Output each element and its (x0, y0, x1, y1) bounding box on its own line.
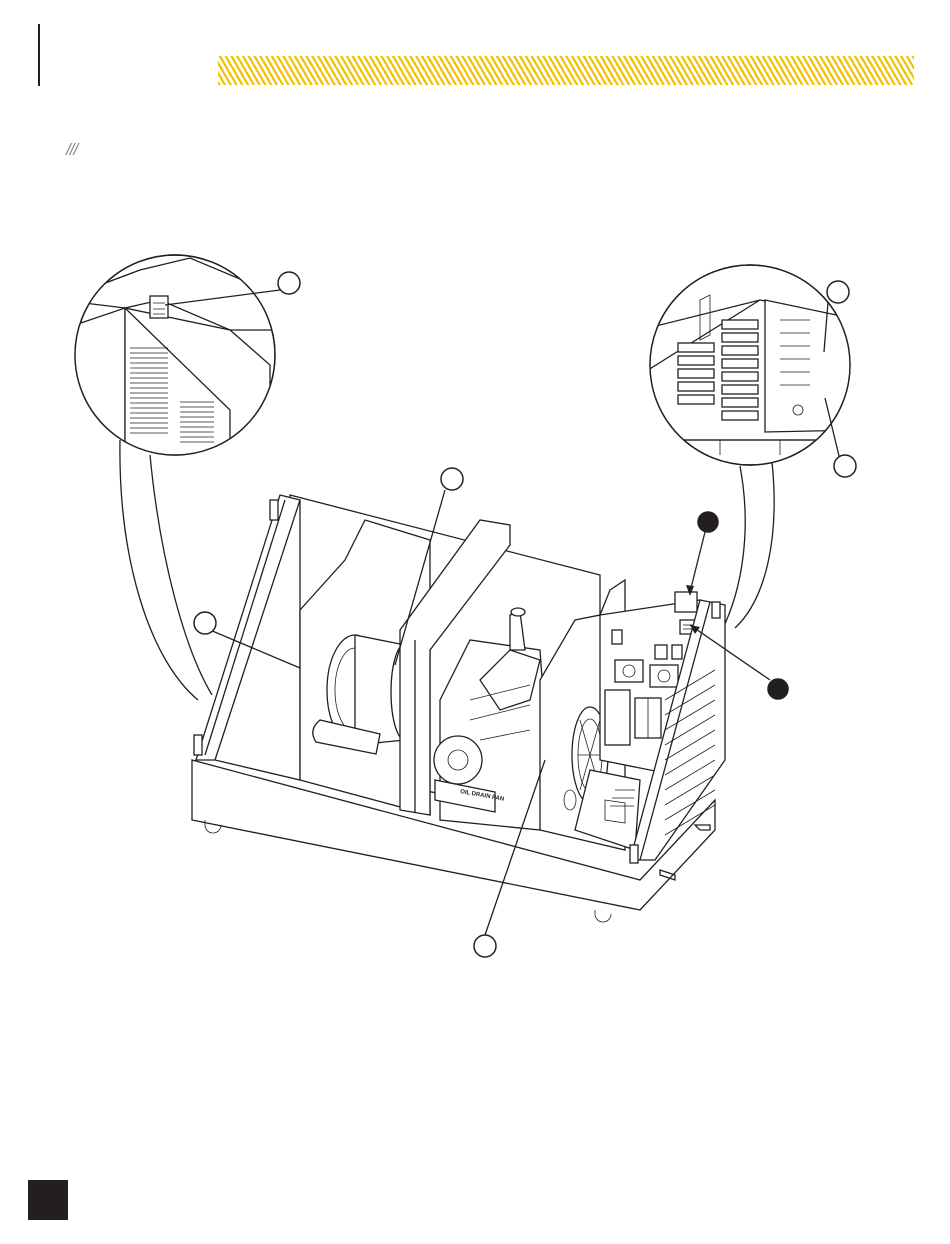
left-end-frame (196, 495, 300, 780)
callout-circle-right-zoom-top (827, 281, 849, 303)
callout-circle-engine (474, 935, 496, 957)
callout-circle-left-frame (194, 612, 216, 634)
callout-circle-right-zoom-bottom (834, 455, 856, 477)
zoom-leader-left (120, 440, 212, 700)
zoom-leader-right (722, 462, 774, 630)
page-number-box (28, 1180, 68, 1220)
callout-circle-left-zoom (278, 272, 300, 294)
generator-unit: OIL DRAIN PAN (192, 495, 725, 922)
zoom-detail-left (60, 255, 290, 470)
callout-dot-top-label (698, 512, 718, 532)
callout-dot-panel-label (768, 679, 788, 699)
callout-circle-alternator (441, 468, 463, 490)
